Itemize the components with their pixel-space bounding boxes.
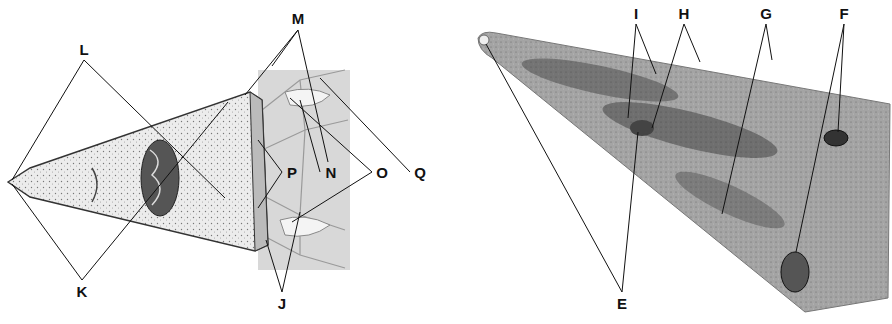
part-letter: F <box>837 5 850 22</box>
leader-lines <box>12 24 844 292</box>
part-letter: O <box>374 164 390 181</box>
part-letter: P <box>285 164 299 181</box>
section-photo <box>478 32 890 312</box>
part-letter: I <box>632 5 640 22</box>
part-letter: N <box>324 164 339 181</box>
part-letter: J <box>276 295 288 312</box>
part-letter: M <box>290 10 307 27</box>
tissue-section <box>258 70 350 270</box>
part-letter: K <box>75 283 90 300</box>
cone-body <box>8 92 268 251</box>
part-letter: G <box>758 5 774 22</box>
part-letter: L <box>77 41 90 58</box>
part-letter: E <box>615 295 629 312</box>
part-letter: Q <box>412 164 428 181</box>
part-letter: H <box>677 5 692 22</box>
